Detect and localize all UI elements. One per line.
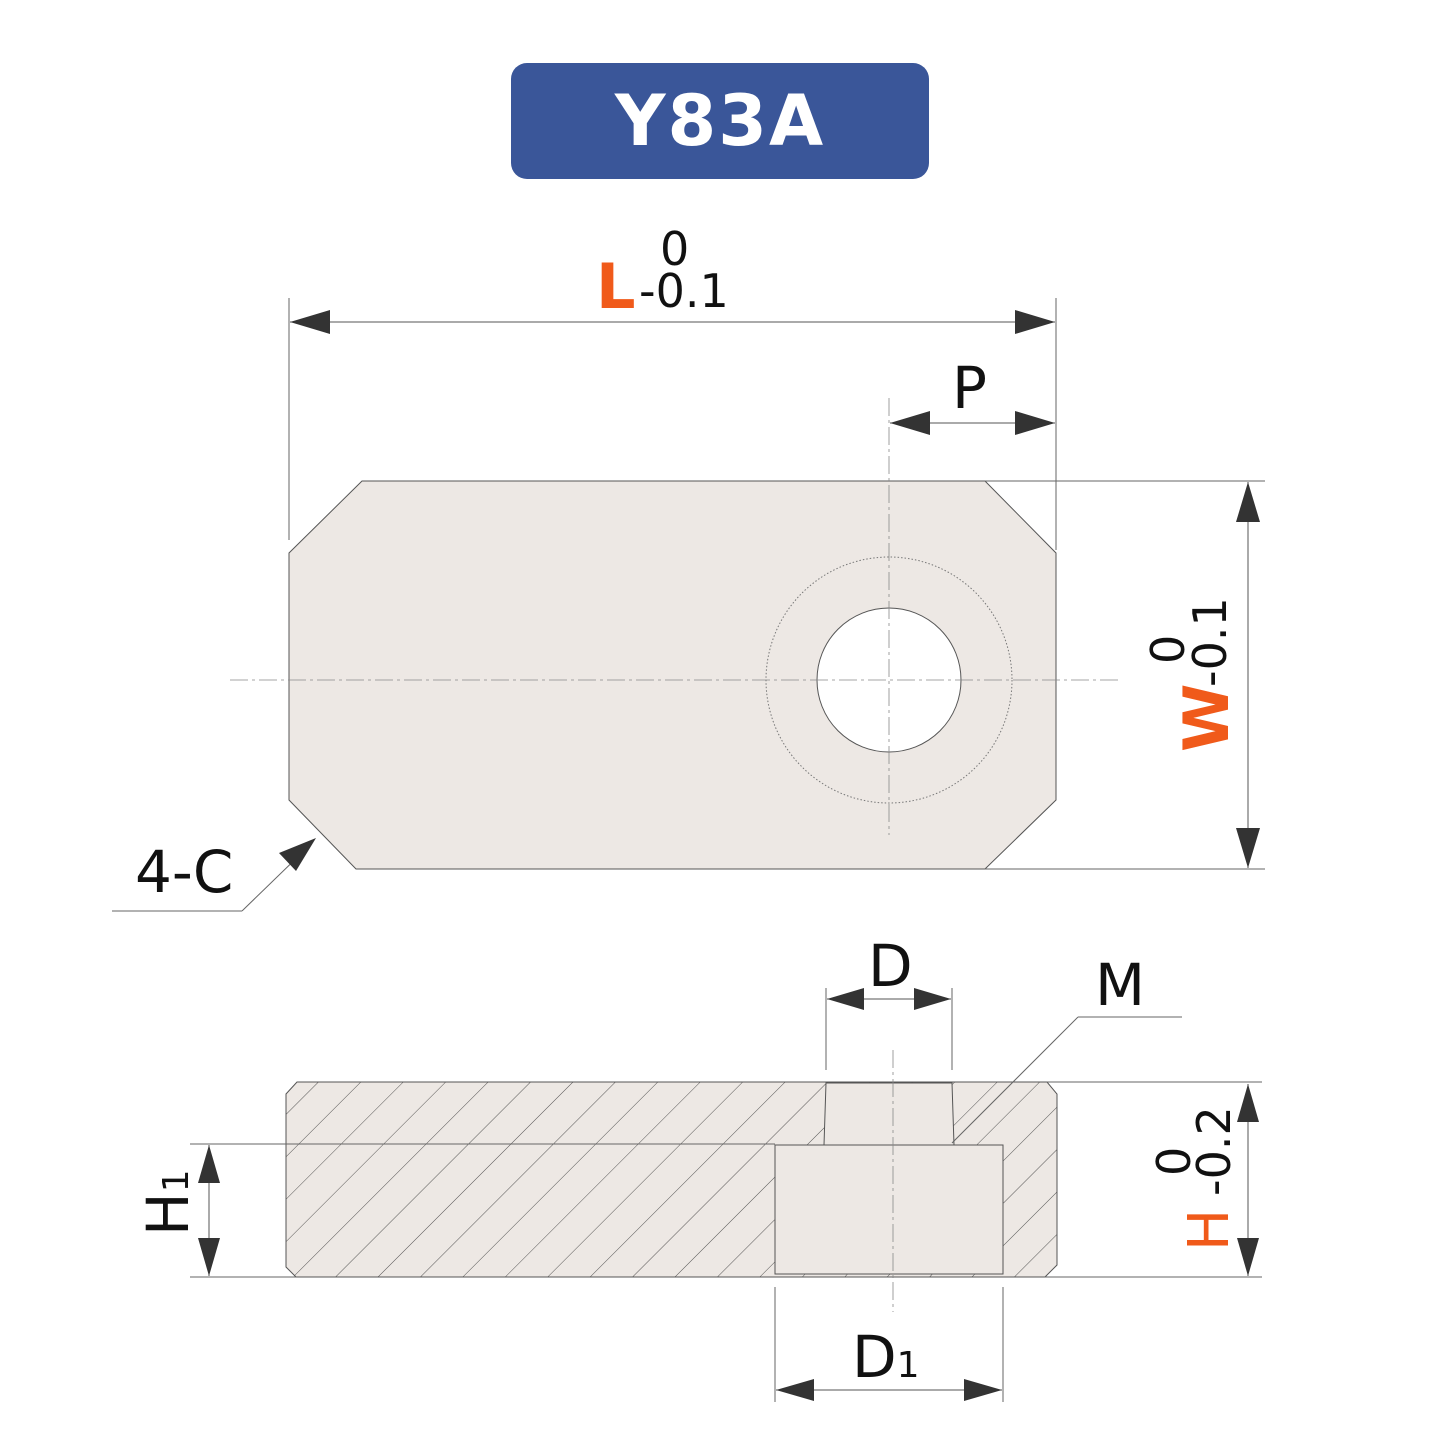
svg-text:D1: D1 [852, 1323, 920, 1391]
svg-text:H1: H1 [134, 1169, 202, 1236]
label-H: H [1177, 1209, 1242, 1251]
dimension-D: D [825, 932, 953, 1070]
label-L: L [596, 250, 636, 323]
label-W-tol-upper: 0 [1141, 635, 1195, 664]
label-D1-sub: 1 [897, 1345, 920, 1386]
dimension-D1: D1 [774, 1287, 1004, 1402]
dimension-W: W 0 -0.1 [985, 480, 1265, 870]
dimension-H1: H1 [134, 1145, 296, 1278]
dimension-P: P [890, 354, 1055, 435]
label-L-tol-upper: 0 [660, 222, 689, 276]
model-title: Y83A [614, 80, 826, 162]
counterbore-cavity [774, 1144, 1004, 1275]
label-H1-main: H [134, 1192, 202, 1236]
label-D1-main: D [852, 1323, 897, 1391]
dimension-H: H 0 -0.2 [1045, 1081, 1262, 1278]
label-W-tol-lower: -0.1 [1183, 597, 1237, 687]
label-P: P [952, 354, 987, 422]
model-badge: Y83A [511, 63, 929, 179]
label-chamfer: 4-C [135, 838, 233, 906]
dimension-L: L 0 -0.1 [288, 222, 1057, 550]
label-M: M [1095, 951, 1145, 1019]
section-view [190, 1050, 1058, 1312]
label-H-tol-upper: 0 [1147, 1147, 1201, 1176]
thread-cavity [823, 1082, 955, 1146]
top-view [230, 398, 1118, 870]
label-H1-sub: 1 [156, 1169, 197, 1192]
chamfer-callout: 4-C [112, 838, 316, 912]
label-L-tol-lower: -0.1 [639, 264, 729, 318]
label-W: W [1170, 684, 1243, 752]
label-H-tol-lower: -0.2 [1187, 1106, 1241, 1196]
thread-callout: M [951, 951, 1182, 1144]
label-D: D [868, 932, 913, 1000]
